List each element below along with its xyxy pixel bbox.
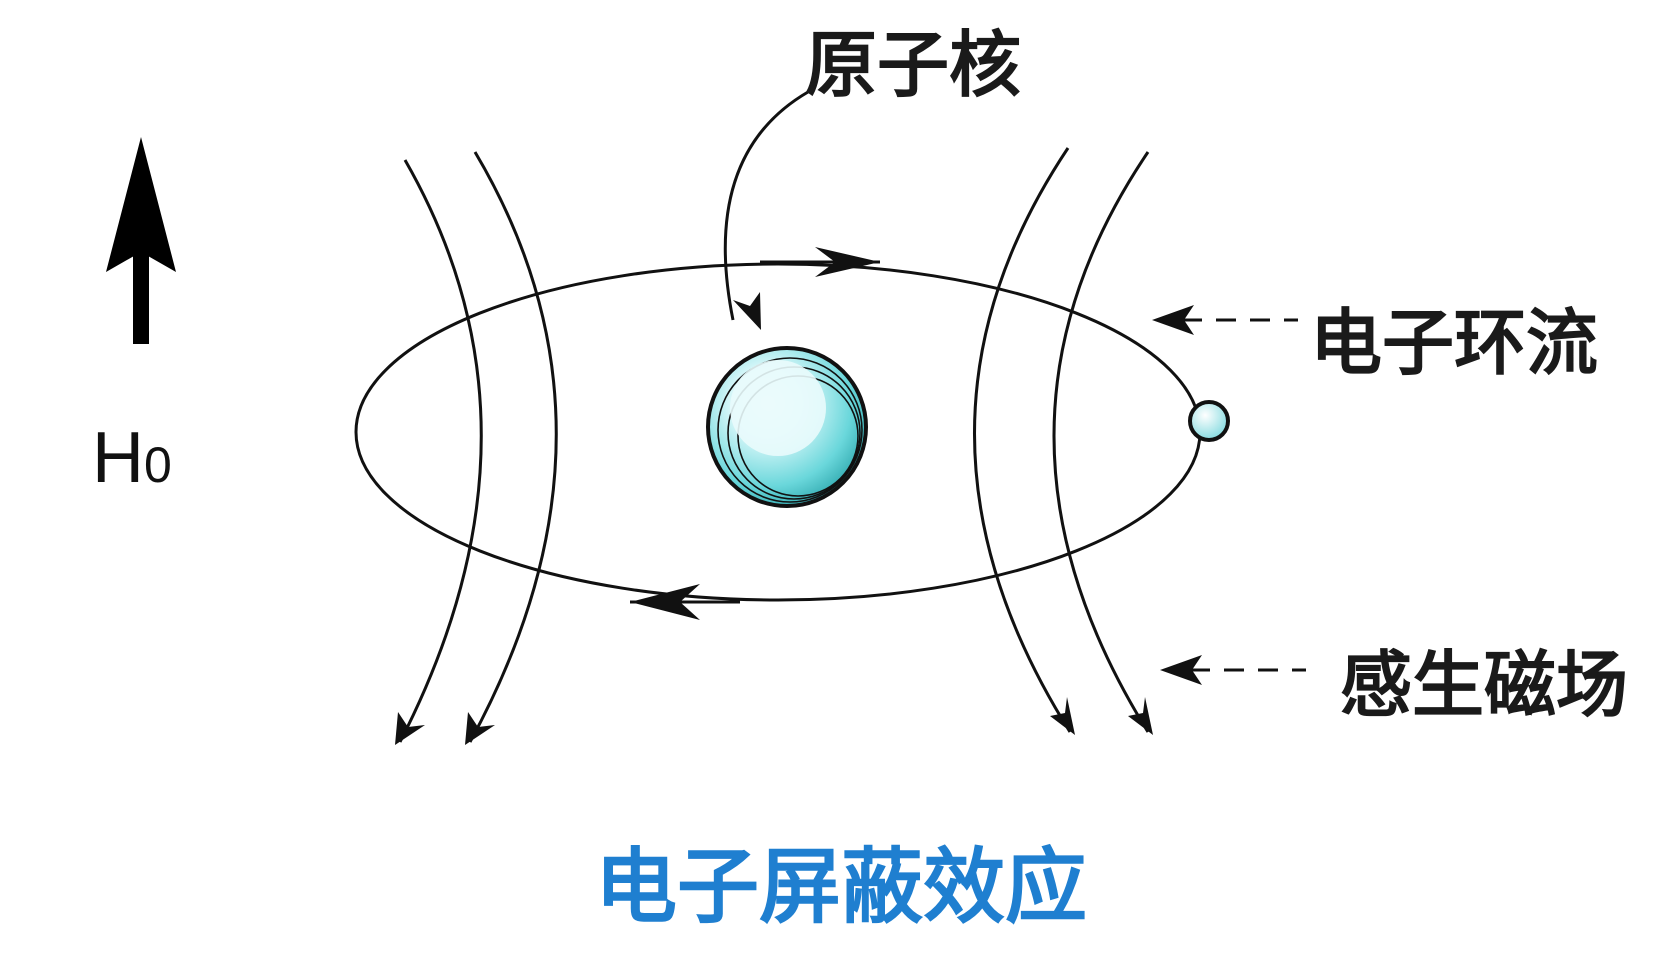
field-line-right-inner — [973, 147, 1072, 733]
field-lines-left — [395, 151, 558, 745]
electron-current-leader — [1152, 305, 1298, 335]
nucleus-sphere-icon — [706, 346, 868, 508]
induced-field-leader — [1160, 655, 1306, 685]
field-line-arrow-icon — [1128, 697, 1153, 735]
nucleus-pointer-arrow-icon — [733, 292, 761, 330]
field-lines-right — [973, 147, 1153, 735]
field-arrow-icon — [106, 137, 176, 344]
nucleus-label: 原子核 — [805, 23, 1021, 107]
electron-sphere-icon — [1188, 400, 1230, 442]
electron-current-label: 电子环流 — [1310, 301, 1598, 385]
field-line-arrow-icon — [465, 712, 495, 745]
h0-letter: H — [92, 418, 144, 498]
field-line-right-outer — [1052, 151, 1150, 733]
h0-label: H0 — [92, 418, 172, 498]
h0-subscript: 0 — [144, 437, 172, 493]
orbit-arrow-bottom-icon — [630, 584, 740, 620]
field-line-left-inner — [468, 151, 558, 743]
field-line-left-outer — [398, 159, 483, 743]
diagram-title: 电子屏蔽效应 — [595, 840, 1087, 935]
orbit-arrow-top-icon — [760, 247, 880, 277]
nucleus-pointer — [723, 90, 809, 321]
field-line-arrow-icon — [1050, 697, 1075, 735]
induced-field-label: 感生磁场 — [1340, 643, 1628, 727]
field-line-arrow-icon — [395, 712, 425, 745]
